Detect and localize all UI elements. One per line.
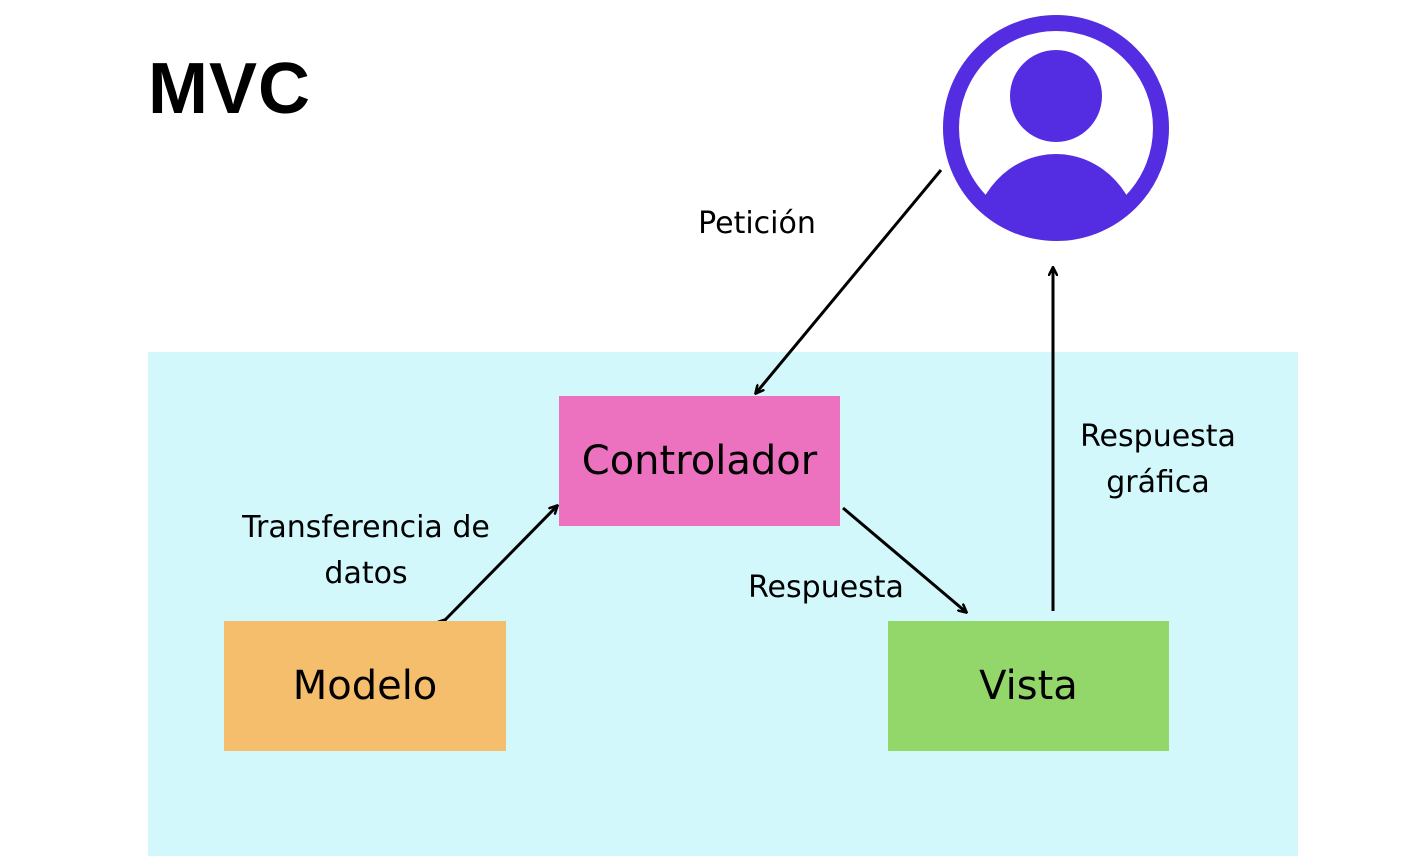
model-node: Modelo [224,621,506,751]
request-label: Petición [698,206,816,241]
diagram-title: MVC [148,49,311,129]
request-arrow [756,169,943,393]
data-transfer-label: Transferencia de datos [242,510,490,591]
response-label: Respuesta [748,570,904,605]
controller-node: Controlador [559,396,840,526]
user-avatar-icon [943,15,1169,241]
user-avatar-head [1010,50,1102,142]
graphic-response-label: Respuesta gráfica [1080,419,1236,500]
response-arrow [842,506,966,612]
data-transfer-arrow [445,506,557,620]
user-avatar-body [972,154,1140,233]
view-node: Vista [888,621,1169,751]
